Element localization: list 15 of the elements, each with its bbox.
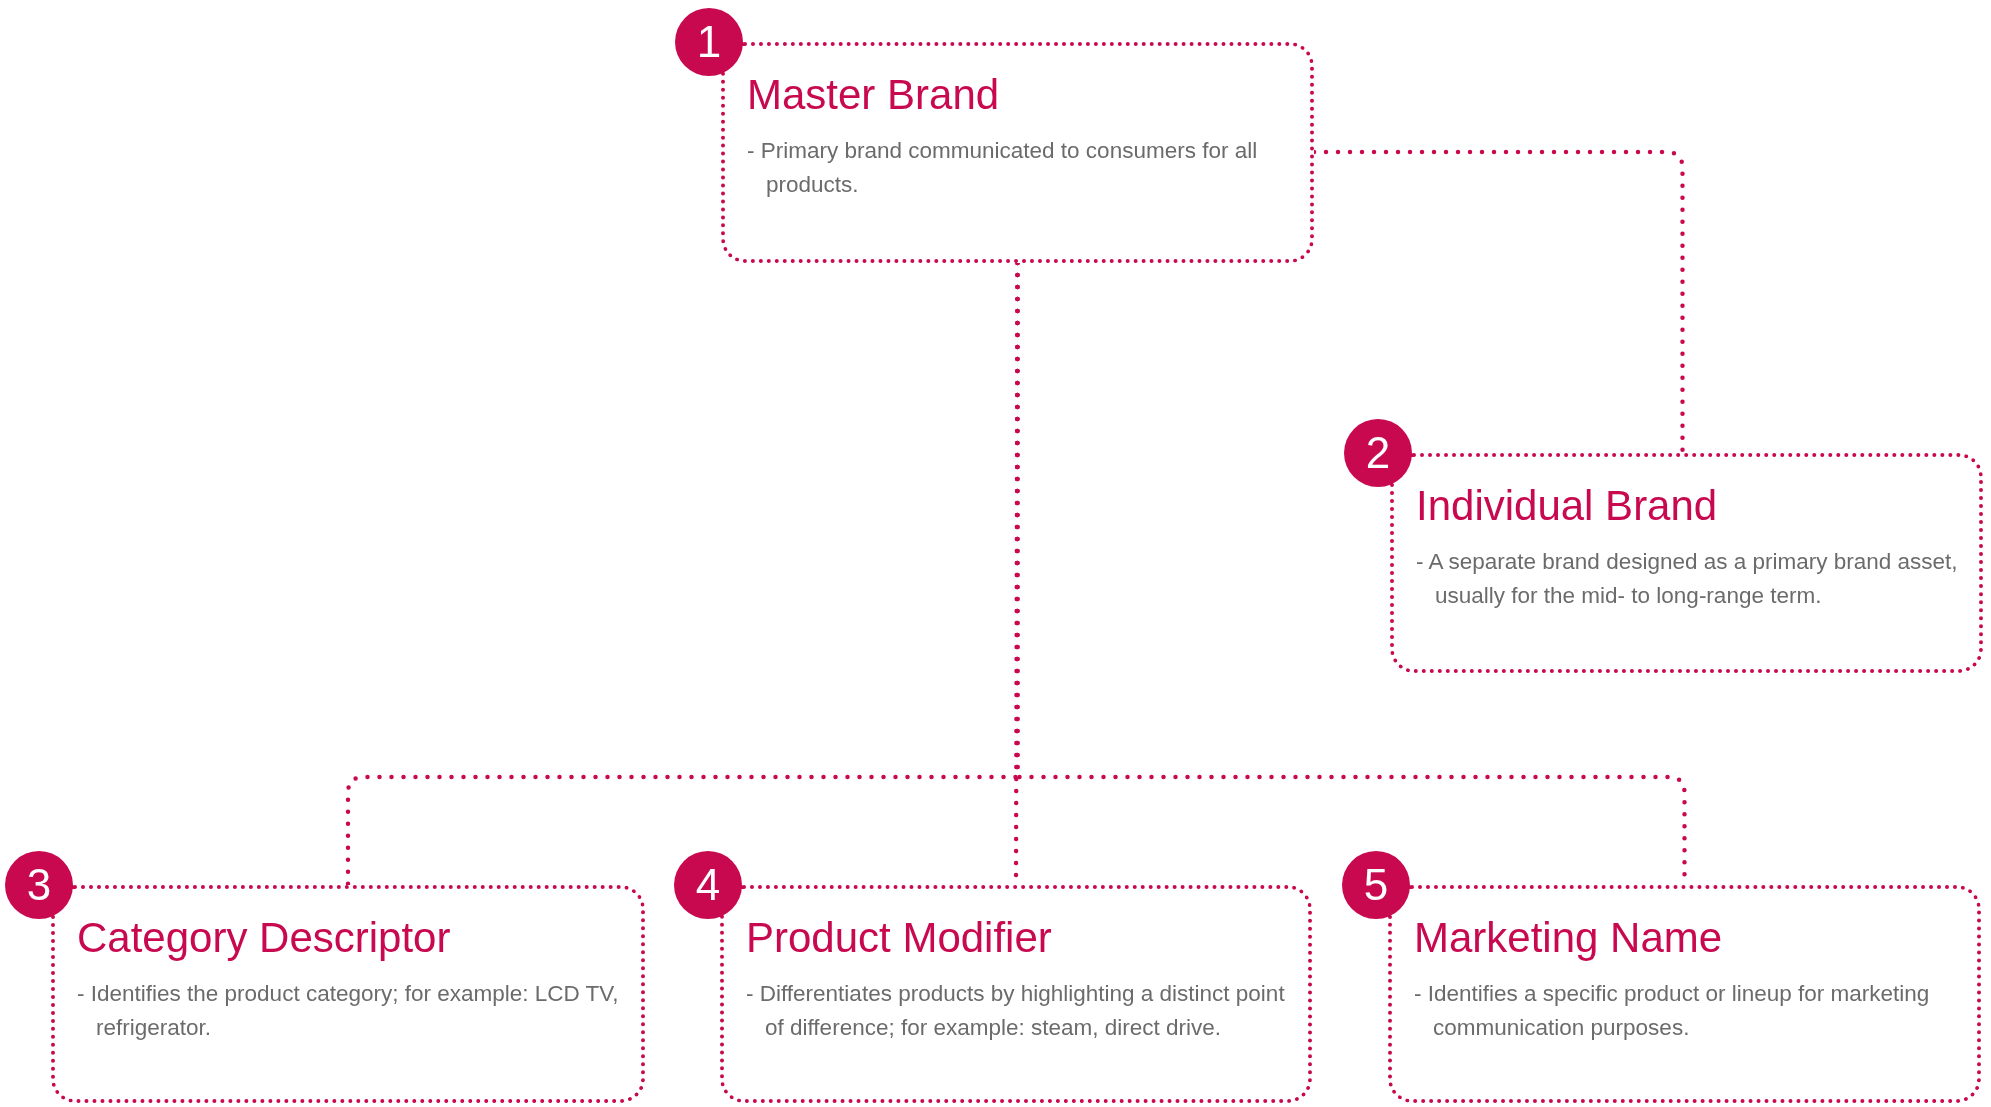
number-badge: 5 <box>1342 851 1410 919</box>
box-title: Product Modifier <box>746 917 1052 959</box>
box-description: - Identifies the product category; for example: LCD TV, refrigerator. <box>77 980 620 1042</box>
number-badge: 2 <box>1344 419 1412 487</box>
box-title: Category Descriptor <box>77 917 451 959</box>
box-title: Marketing Name <box>1414 917 1723 959</box>
number-badge: 3 <box>5 851 73 919</box>
number-badge: 1 <box>675 8 743 76</box>
box-description: - A separate brand designed as a primary brand asset, usually for the mid- to long-range term. <box>1416 548 1959 610</box>
box-title: Individual Brand <box>1416 485 1718 527</box>
box-title: Master Brand <box>747 74 1000 116</box>
box-description: - Primary brand communicated to consumers for all products. <box>747 137 1259 199</box>
box-description: - Identifies a specific product or lineup for marketing communication purposes. <box>1414 980 1931 1042</box>
box-description: - Differentiates products by highlighting a distinct point of difference; for example: steam, direct drive. <box>746 980 1286 1042</box>
number-badge: 4 <box>674 851 742 919</box>
